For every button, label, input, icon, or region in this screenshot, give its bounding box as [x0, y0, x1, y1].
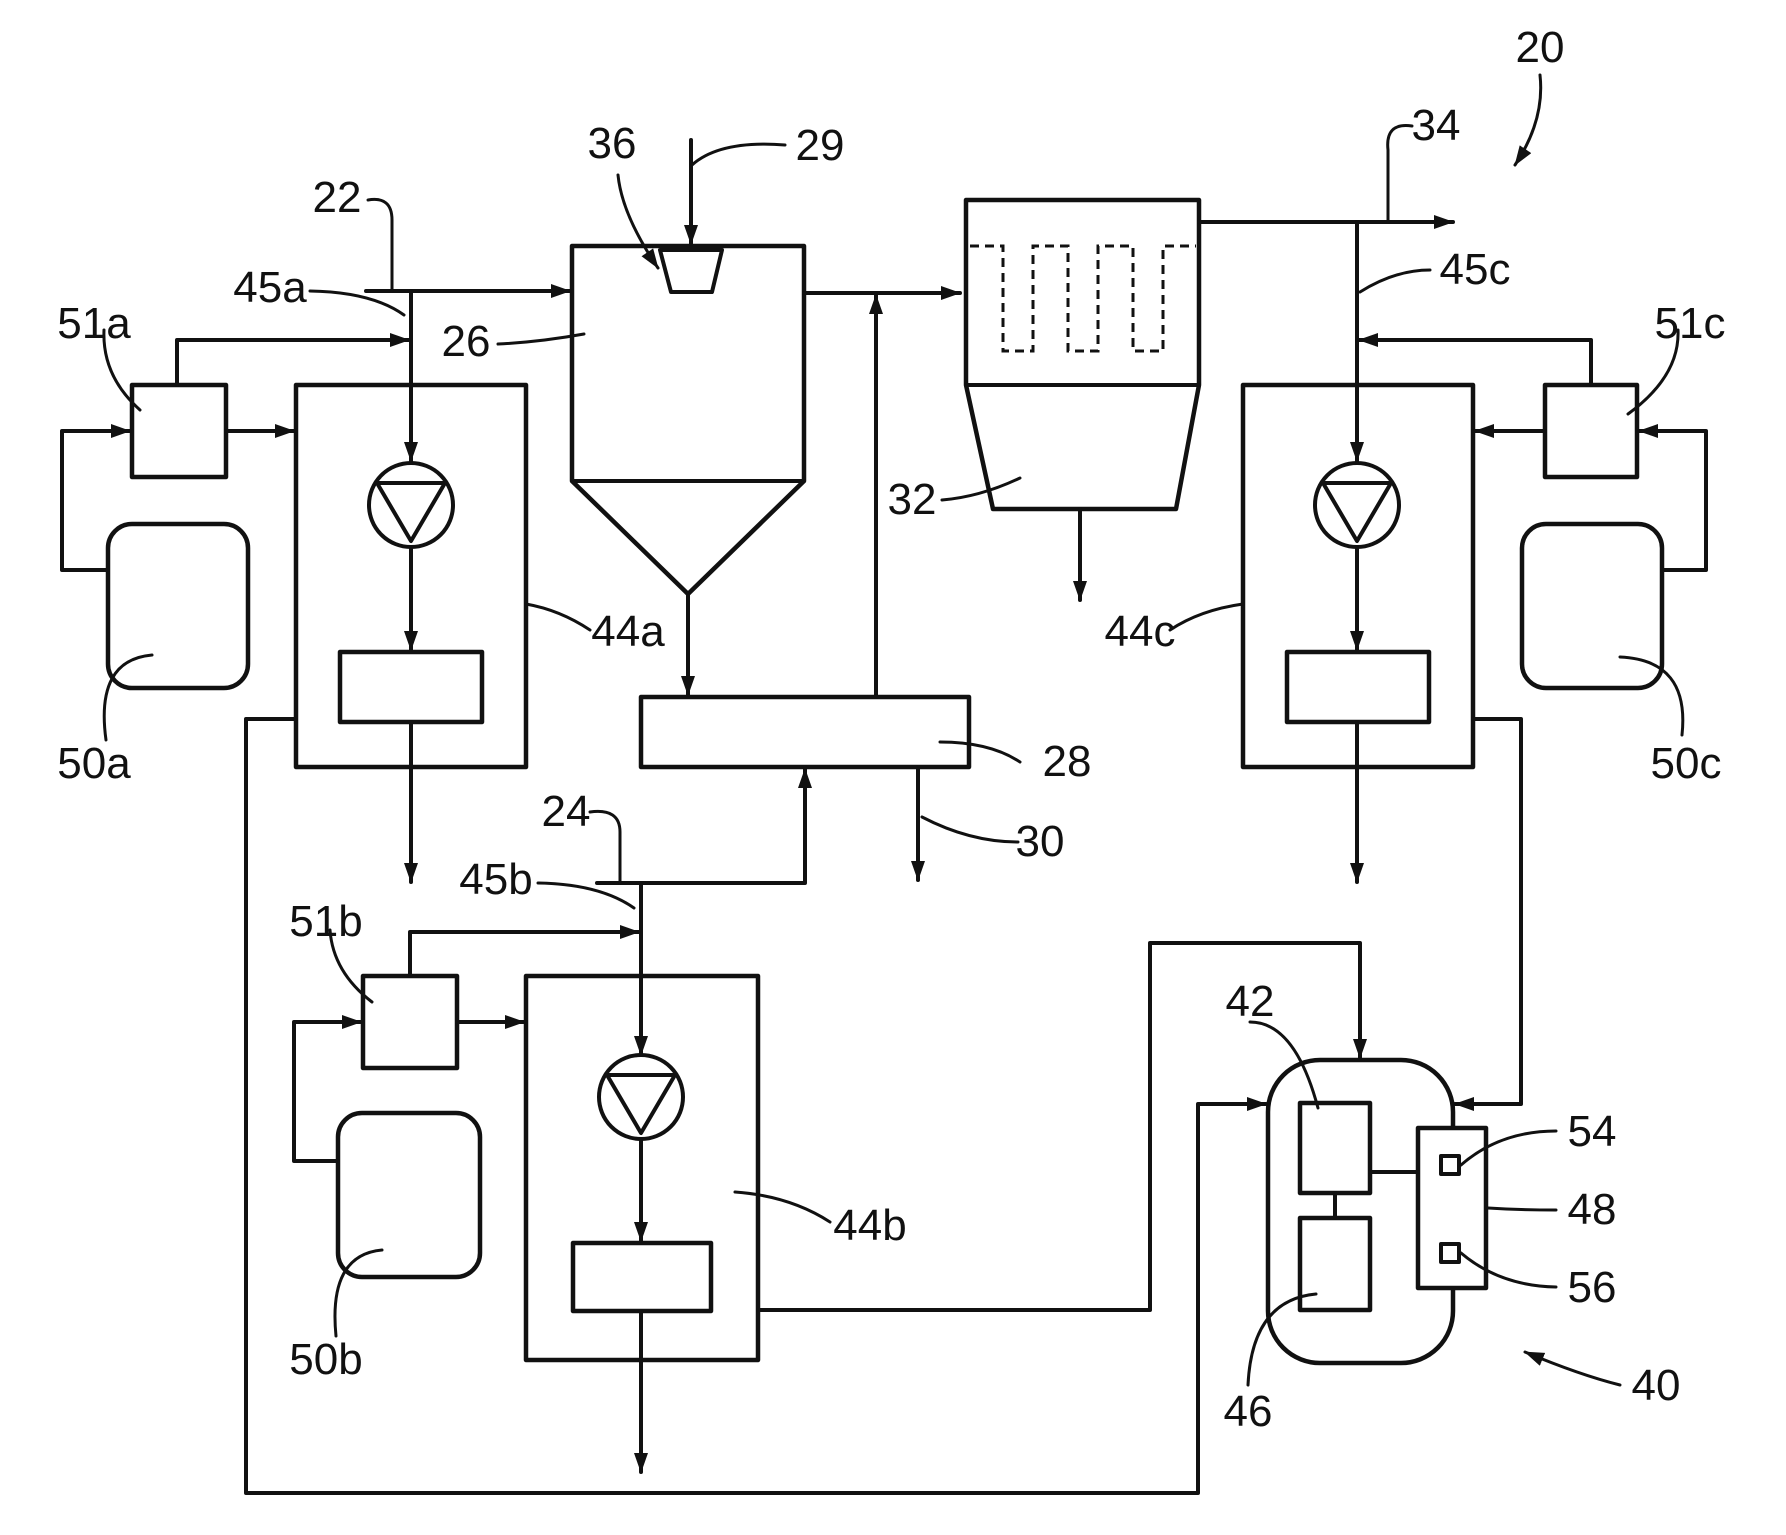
- detector-b: [573, 1243, 711, 1311]
- detector-c: [1287, 652, 1429, 722]
- valve-b: [363, 976, 457, 1068]
- label-sensor-c: 44c: [1105, 607, 1176, 656]
- leader-34: [1388, 126, 1412, 223]
- label-inlet-first: 22: [313, 173, 362, 222]
- label-reservoir-a: 50a: [57, 739, 131, 788]
- memory-box: [1300, 1218, 1370, 1310]
- label-controller: 40: [1632, 1361, 1681, 1410]
- detector-a: [340, 652, 482, 722]
- label-valve-a: 51a: [57, 299, 131, 348]
- valve-a-to-sample: [177, 340, 409, 385]
- label-inlet-second: 24: [542, 787, 591, 836]
- label-interface: 48: [1568, 1185, 1617, 1234]
- label-input-element: 54: [1568, 1107, 1617, 1156]
- label-sample-c: 45c: [1440, 245, 1511, 294]
- reservoir-a: [108, 524, 248, 688]
- label-mixer: 28: [1043, 737, 1092, 786]
- inlet-second-line: [597, 769, 805, 883]
- label-reservoir-b: 50b: [289, 1335, 362, 1384]
- leader-24: [590, 811, 620, 883]
- valve-b-to-sample: [410, 932, 639, 976]
- signal-c-line: [1455, 719, 1521, 1104]
- label-processor: 42: [1226, 977, 1275, 1026]
- label-system: 20: [1516, 23, 1565, 72]
- label-output-element: 56: [1568, 1263, 1617, 1312]
- label-outlet: 34: [1412, 101, 1461, 150]
- leader-29: [692, 144, 785, 165]
- label-separator: 32: [888, 475, 937, 524]
- leader-44a: [526, 604, 590, 630]
- valve-c: [1545, 385, 1637, 477]
- processor-box: [1300, 1103, 1370, 1193]
- label-dryer: 26: [442, 317, 491, 366]
- spray-dryer: [572, 246, 804, 594]
- label-mixer-out: 30: [1016, 817, 1065, 866]
- leader-44c: [1170, 604, 1243, 630]
- label-reservoir-c: 50c: [1651, 739, 1722, 788]
- label-sample-a: 45a: [233, 263, 307, 312]
- mixer-box: [641, 697, 969, 767]
- label-feed: 29: [796, 121, 845, 170]
- valve-a: [132, 385, 226, 477]
- label-memory: 46: [1224, 1387, 1273, 1436]
- label-atomizer: 36: [588, 119, 637, 168]
- leader-22: [368, 199, 392, 291]
- reservoir-c: [1522, 524, 1662, 688]
- label-sample-b: 45b: [459, 855, 532, 904]
- reservoir-b: [338, 1113, 480, 1277]
- leader-45c: [1360, 270, 1430, 292]
- label-sensor-b: 44b: [833, 1201, 906, 1250]
- label-valve-c: 51c: [1655, 299, 1726, 348]
- leader-45b: [538, 883, 634, 908]
- leader-30: [922, 817, 1018, 842]
- label-valve-b: 51b: [289, 897, 362, 946]
- leader-20: [1515, 75, 1541, 165]
- leader-45a: [310, 291, 404, 315]
- leader-40: [1525, 1352, 1620, 1385]
- valve-c-to-sample: [1359, 340, 1591, 385]
- leader-48: [1488, 1208, 1556, 1210]
- label-sensor-a: 44a: [591, 607, 665, 656]
